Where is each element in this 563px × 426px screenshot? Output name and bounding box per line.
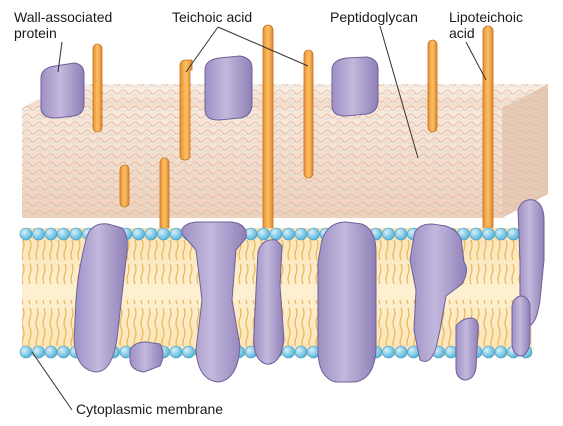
phospholipid-head [482,227,495,241]
phospholipid-head [132,227,145,241]
phospholipid-head [269,227,283,241]
phospholipid-head [44,227,58,241]
phospholipid-head [282,227,295,241]
label-wall-associated-protein: Wall-associated protein [14,9,116,41]
phospholipid-head [294,345,308,359]
phospholipid-head [382,345,395,359]
phospholipid-head [257,227,270,241]
phospholipid-head [507,227,520,241]
phospholipid-head [244,227,258,241]
phospholipid-head [169,345,183,359]
phospholipid-head [494,227,508,241]
label-lipoteichoic-acid: Lipoteichoic acid [449,9,527,41]
wall-associated-proteins [40,55,379,121]
label-cytoplasmic-membrane: Cytoplasmic membrane [76,401,223,417]
phospholipid-head [494,345,508,359]
label-lipoteichoic-acid-line1: Lipoteichoic [449,9,523,25]
phospholipid-head [182,345,195,359]
phospholipid-head [382,227,395,241]
membrane-proteins [73,199,545,383]
phospholipid-head [44,345,58,359]
leader-lines [31,25,487,411]
phospholipid-head [19,345,33,359]
label-lipoteichoic-acid-line2: acid [449,25,475,41]
phospholipid-head [32,227,45,241]
labels: Wall-associated protein Teichoic acid Pe… [14,9,527,417]
phospholipid-head [157,227,170,241]
peptidoglycan-layer [22,84,548,218]
phospholipid-head [19,227,33,241]
phospholipid-head [469,227,483,241]
phospholipid-head [482,345,495,359]
phospholipid-head [69,227,83,241]
phospholipid-head [394,345,408,359]
phospholipid-head [444,345,458,359]
phospholipid-head [282,345,295,359]
phospholipid-head [144,227,158,241]
label-wall-associated-protein-line2: protein [14,25,57,41]
label-wall-associated-protein-line1: Wall-associated [14,9,112,25]
phospholipid-head [169,227,183,241]
phospholipid-head [57,345,70,359]
label-peptidoglycan: Peptidoglycan [330,9,418,25]
phospholipid-head [307,227,320,241]
phospholipid-head [294,227,308,241]
phospholipid-head [394,227,408,241]
label-teichoic-acid: Teichoic acid [172,9,252,25]
phospholipid-head [57,227,70,241]
teichoic-acid-strands [92,24,494,261]
